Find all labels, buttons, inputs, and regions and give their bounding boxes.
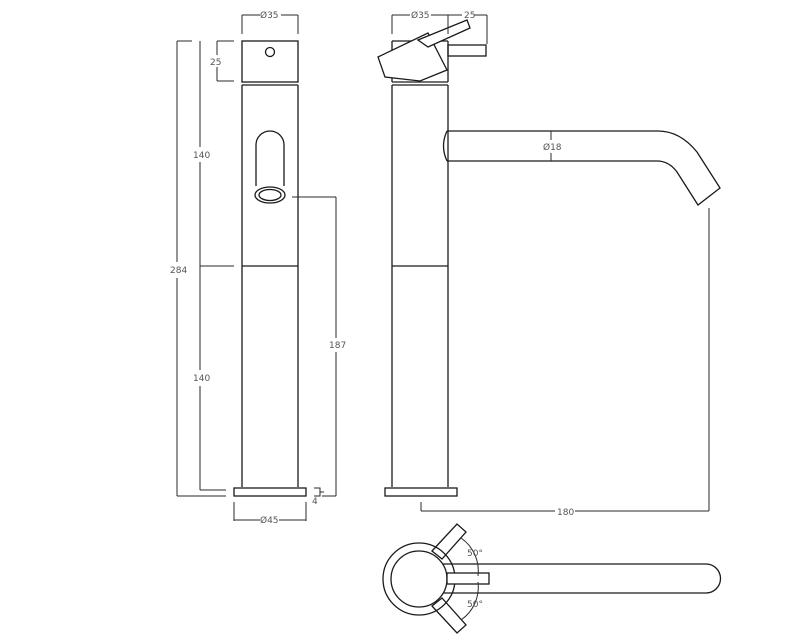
lever-arm-lower <box>431 597 467 634</box>
front-dimensions <box>176 14 337 521</box>
handle-height-label: 25 <box>210 58 221 68</box>
top-spout <box>440 563 722 594</box>
side-base-plate <box>384 487 458 497</box>
handle-diameter-label: Ø35 <box>260 10 279 21</box>
body-diameter-label: Ø35 <box>411 10 430 21</box>
indicator-dot-icon <box>264 46 276 58</box>
aerator-inner <box>258 188 282 202</box>
spout-joint <box>442 130 448 162</box>
outlet-height-label: 187 <box>329 341 346 351</box>
lever-arm-upper <box>431 523 467 560</box>
base-plate <box>233 487 307 497</box>
outlet-slot <box>255 130 285 186</box>
side-view <box>377 19 721 497</box>
front-view <box>233 40 307 497</box>
handle-cap <box>241 40 299 83</box>
lever-stem <box>447 44 487 57</box>
side-dimensions <box>391 14 710 512</box>
lever-length-label: 25 <box>464 11 475 21</box>
spout-diameter-label: Ø18 <box>543 142 562 153</box>
upper-body-height-label: 140 <box>193 151 210 161</box>
rotation-down-label: 50° <box>467 600 483 610</box>
aerator-outer <box>254 186 286 204</box>
inner-ring <box>390 550 448 608</box>
top-view <box>382 523 722 634</box>
base-thickness-label: 4 <box>312 497 318 507</box>
overall-height-label: 284 <box>170 266 187 276</box>
lower-body-height-label: 140 <box>193 374 210 384</box>
lever-arm <box>416 19 471 48</box>
rotation-up-label: 50° <box>467 549 483 559</box>
angle-arc-upper <box>460 537 479 577</box>
central-lever <box>446 572 490 585</box>
base-diameter-label: Ø45 <box>260 515 279 526</box>
spout-reach-label: 180 <box>557 508 574 518</box>
spout <box>447 130 721 206</box>
angle-arc-lower <box>460 581 479 621</box>
